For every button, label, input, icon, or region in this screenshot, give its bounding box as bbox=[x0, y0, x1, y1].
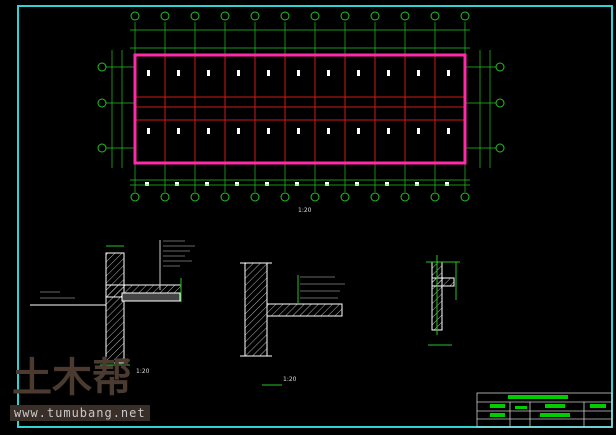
floor-plan bbox=[97, 11, 505, 202]
window-mark bbox=[447, 70, 450, 76]
axis-bubble bbox=[495, 143, 505, 153]
window-mark bbox=[207, 128, 210, 134]
axis-bubble bbox=[370, 192, 380, 202]
axis-bubble bbox=[250, 11, 260, 21]
axis-bubble bbox=[190, 192, 200, 202]
axis-bubble bbox=[430, 192, 440, 202]
wall-foundation-detail bbox=[30, 240, 195, 366]
window-mark bbox=[177, 70, 180, 76]
section-details bbox=[30, 240, 460, 386]
axis-bubble bbox=[280, 192, 290, 202]
window-mark bbox=[267, 128, 270, 134]
dimension-mark bbox=[355, 182, 359, 186]
axis-bubble bbox=[130, 11, 140, 21]
axis-bubble bbox=[340, 192, 350, 202]
axis-bubble bbox=[220, 192, 230, 202]
window-mark bbox=[387, 70, 390, 76]
window-mark bbox=[267, 70, 270, 76]
axis-bubble bbox=[97, 62, 107, 72]
dimension-mark bbox=[205, 182, 209, 186]
window-mark bbox=[147, 128, 150, 134]
title-block bbox=[476, 392, 613, 428]
axis-bubble bbox=[340, 11, 350, 21]
dimension-mark bbox=[235, 182, 239, 186]
dimension-mark bbox=[415, 182, 419, 186]
axis-bubble bbox=[310, 11, 320, 21]
axis-bubble bbox=[280, 11, 290, 21]
axis-bubble bbox=[460, 192, 470, 202]
dimension-mark bbox=[445, 182, 449, 186]
axis-bubble bbox=[495, 62, 505, 72]
dimension-mark bbox=[145, 182, 149, 186]
axis-bubble bbox=[310, 192, 320, 202]
watermark-url: www.tumubang.net bbox=[10, 405, 150, 421]
window-mark bbox=[417, 70, 420, 76]
parapet-detail bbox=[426, 255, 460, 346]
plan-scale-label: 1:20 bbox=[298, 207, 312, 214]
axis-bubble bbox=[130, 192, 140, 202]
window-mark bbox=[237, 70, 240, 76]
detail-scale-label: 1:20 bbox=[136, 368, 150, 375]
window-mark bbox=[297, 70, 300, 76]
sheet-frame bbox=[17, 5, 613, 428]
axis-bubble bbox=[160, 192, 170, 202]
axis-bubble bbox=[400, 192, 410, 202]
window-mark bbox=[207, 70, 210, 76]
dimension-mark bbox=[295, 182, 299, 186]
watermark-logo: 土木帮 bbox=[12, 354, 132, 401]
axis-bubble bbox=[190, 11, 200, 21]
axis-bubble bbox=[400, 11, 410, 21]
dimension-mark bbox=[265, 182, 269, 186]
exterior-wall bbox=[133, 53, 467, 165]
window-mark bbox=[237, 128, 240, 134]
axis-bubble bbox=[250, 192, 260, 202]
axis-bubble bbox=[97, 98, 107, 108]
window-mark bbox=[177, 128, 180, 134]
dimension-mark bbox=[325, 182, 329, 186]
window-mark bbox=[327, 70, 330, 76]
detail-scale-label: 1:20 bbox=[283, 376, 297, 383]
window-mark bbox=[297, 128, 300, 134]
dimension-mark bbox=[385, 182, 389, 186]
axis-bubble bbox=[430, 11, 440, 21]
window-mark bbox=[327, 128, 330, 134]
axis-bubble bbox=[97, 143, 107, 153]
window-mark bbox=[417, 128, 420, 134]
axis-bubble bbox=[495, 98, 505, 108]
axis-bubble bbox=[220, 11, 230, 21]
window-mark bbox=[357, 128, 360, 134]
dimension-mark bbox=[175, 182, 179, 186]
window-mark bbox=[447, 128, 450, 134]
axis-bubble bbox=[160, 11, 170, 21]
window-mark bbox=[357, 70, 360, 76]
axis-bubble bbox=[460, 11, 470, 21]
window-mark bbox=[147, 70, 150, 76]
window-mark bbox=[387, 128, 390, 134]
wall-slab-detail bbox=[240, 262, 345, 386]
axis-bubble bbox=[370, 11, 380, 21]
